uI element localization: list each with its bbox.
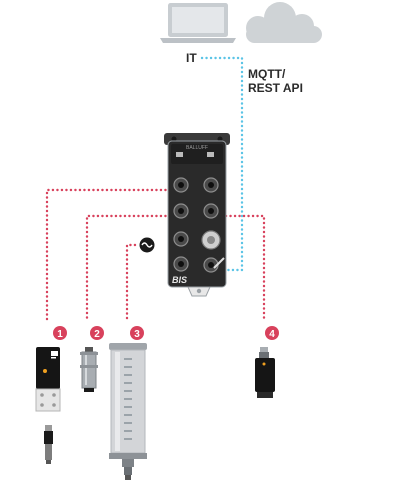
hub-brand-label: BALLUFF	[186, 145, 208, 151]
protocol-label-line2: REST API	[248, 81, 303, 95]
device-1-sensor-icon	[35, 347, 61, 464]
link-sensor-1	[45, 188, 172, 322]
it-link-dotted-line	[200, 56, 244, 272]
device-4-rfid-reader-icon	[255, 347, 275, 398]
link-sensor-2	[85, 214, 172, 322]
link-sensor-3	[125, 243, 137, 322]
io-link-master-hub: BALLUFF BIS	[164, 133, 230, 297]
marker-badge-1: 1	[53, 326, 67, 340]
hub-ports	[173, 177, 225, 273]
marker-badge-4: 4	[265, 326, 279, 340]
it-label: IT	[186, 51, 197, 65]
protocol-label-line1: MQTT/	[248, 67, 286, 81]
svg-text:3: 3	[134, 329, 140, 340]
power-supply-icon	[139, 237, 155, 253]
marker-badge-3: 3	[130, 326, 144, 340]
link-sensor-4	[224, 214, 266, 322]
hub-model-label: BIS	[172, 275, 187, 285]
device-links-dotted-lines	[45, 188, 266, 322]
device-3-stack-light-icon	[109, 343, 147, 480]
device-2-proximity-sensor-icon	[80, 347, 98, 392]
svg-text:4: 4	[269, 329, 275, 340]
laptop-icon	[160, 3, 236, 43]
svg-text:2: 2	[94, 329, 100, 340]
svg-text:1: 1	[57, 329, 63, 340]
marker-badge-2: 2	[90, 326, 104, 340]
cloud-icon	[246, 2, 322, 43]
